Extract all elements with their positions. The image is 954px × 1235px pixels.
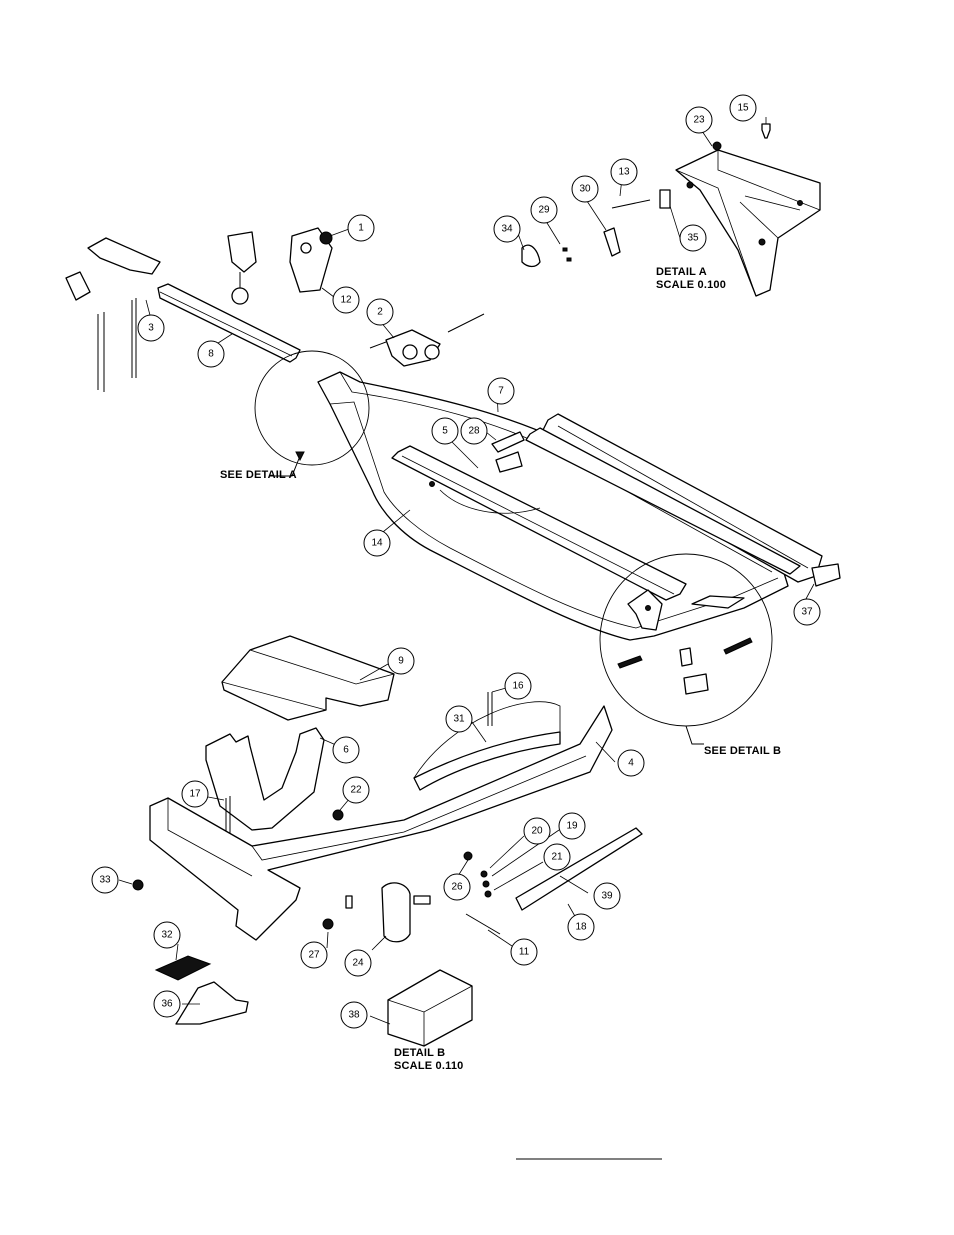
svg-text:32: 32 [161,930,173,941]
callout-balloon-21: 21 [543,843,571,871]
callout-balloon-26: 26 [443,873,471,901]
svg-text:16: 16 [512,681,524,692]
svg-text:15: 15 [737,103,749,114]
callout-balloon-19: 19 [558,812,586,840]
svg-text:7: 7 [498,386,504,397]
svg-text:19: 19 [566,821,578,832]
callout-balloon-30: 30 [571,175,599,203]
callout-balloon-4: 4 [617,749,645,777]
callout-balloon-15: 15 [729,94,757,122]
callout-balloon-12: 12 [332,286,360,314]
detail-b-title: DETAIL B [394,1047,445,1059]
svg-text:35: 35 [687,233,699,244]
svg-text:27: 27 [308,950,320,961]
svg-text:20: 20 [531,826,543,837]
svg-text:29: 29 [538,205,550,216]
callout-balloon-35: 35 [679,224,707,252]
callout-balloon-17: 17 [181,780,209,808]
callout-balloon-22: 22 [342,776,370,804]
see-detail-b-label: SEE DETAIL B [704,745,781,757]
svg-text:31: 31 [453,714,465,725]
svg-text:23: 23 [693,115,705,126]
detail-a-title: DETAIL A [656,266,707,278]
svg-text:24: 24 [352,958,364,969]
svg-text:18: 18 [575,922,587,933]
callout-balloon-33: 33 [91,866,119,894]
callout-balloon-28: 28 [460,417,488,445]
svg-text:28: 28 [468,426,480,437]
callout-balloon-7: 7 [487,377,515,405]
callout-balloon-18: 18 [567,913,595,941]
callout-balloon-1: 1 [347,214,375,242]
detail-notes: SEE DETAIL A SEE DETAIL B DETAIL A SCALE… [220,266,781,1072]
callout-balloon-27: 27 [300,941,328,969]
svg-text:2: 2 [377,307,383,318]
svg-text:13: 13 [618,167,630,178]
callout-balloon-37: 37 [793,598,821,626]
see-detail-a-label: SEE DETAIL A [220,469,297,481]
svg-text:1: 1 [358,223,364,234]
coupler-winch-assembly [65,227,485,392]
svg-text:4: 4 [628,758,634,769]
detail-b-circle [599,553,773,745]
callout-balloon-8: 8 [197,340,225,368]
svg-text:21: 21 [551,852,563,863]
callout-balloon-23: 23 [685,106,713,134]
callout-balloon-36: 36 [153,990,181,1018]
svg-text:12: 12 [340,295,352,306]
callout-balloon-24: 24 [344,949,372,977]
svg-text:33: 33 [99,875,111,886]
callout-balloon-34: 34 [493,215,521,243]
callout-balloon-39: 39 [593,882,621,910]
detail-b-parts [132,635,643,1047]
detail-a-circle [254,350,370,477]
svg-text:9: 9 [398,656,404,667]
callout-balloon-20: 20 [523,817,551,845]
callout-balloon-29: 29 [530,196,558,224]
callout-balloon-9: 9 [387,647,415,675]
svg-text:39: 39 [601,891,613,902]
svg-text:30: 30 [579,184,591,195]
callout-balloon-6: 6 [332,736,360,764]
callout-balloon-3: 3 [137,314,165,342]
svg-text:6: 6 [343,745,349,756]
callout-balloon-11: 11 [510,938,538,966]
callout-balloon-38: 38 [340,1001,368,1029]
detail-a-winch-post [521,123,821,297]
callout-balloon-5: 5 [431,417,459,445]
callout-balloon-2: 2 [366,298,394,326]
callout-balloon-31: 31 [445,705,473,733]
svg-text:11: 11 [519,947,530,958]
svg-text:22: 22 [350,785,362,796]
detail-b-scale: SCALE 0.110 [394,1060,463,1072]
svg-text:3: 3 [148,323,154,334]
svg-text:34: 34 [501,224,513,235]
callout-balloon-13: 13 [610,158,638,186]
callout-balloon-32: 32 [153,921,181,949]
svg-text:38: 38 [348,1010,360,1021]
svg-text:17: 17 [189,789,201,800]
svg-text:8: 8 [208,349,214,360]
svg-text:14: 14 [371,538,383,549]
callout-balloon-16: 16 [504,672,532,700]
svg-text:5: 5 [442,426,448,437]
callout-balloon-14: 14 [363,529,391,557]
svg-text:26: 26 [451,882,463,893]
svg-text:37: 37 [801,607,813,618]
svg-text:36: 36 [161,999,173,1010]
detail-a-scale: SCALE 0.100 [656,279,726,291]
